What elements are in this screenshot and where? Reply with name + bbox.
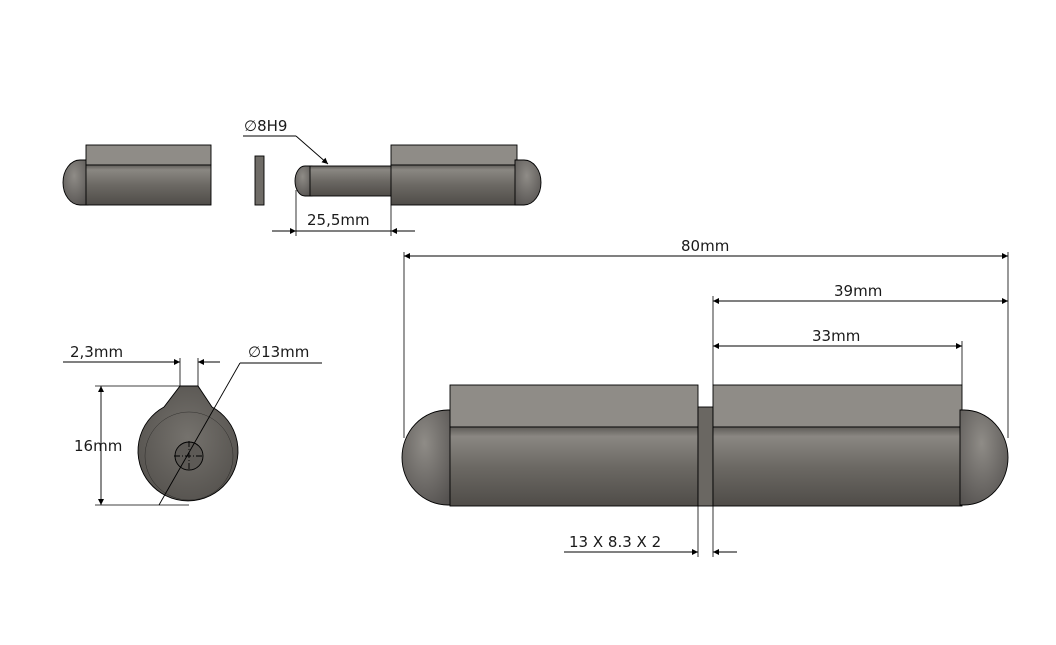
assembled-view: 80mm 39mm 33mm 13 X 8.3 X 2 [401,237,1009,557]
total-length-dimension: 80mm [403,237,1009,438]
right-section-dimension: 39mm [712,282,1008,385]
left-barrel-part [62,144,212,206]
assembled-left-barrel [449,426,699,507]
assembled-left-flat [449,384,699,428]
end-view: 2,3mm ∅13mm 16mm [63,343,322,506]
height-label: 16mm [74,437,122,455]
right-section-label: 39mm [834,282,882,300]
barrel-diameter-label: ∅13mm [248,343,309,361]
right-barrel-dimension: 33mm [713,327,963,385]
barrel-diameter-dimension: ∅13mm [158,343,322,506]
pin-length-dimension: 25,5mm [272,190,415,236]
assembled-right-barrel [712,426,963,507]
height-dimension: 16mm [74,385,189,506]
assembled-washer [697,406,714,507]
pin-barrel-part [294,144,542,206]
pin-length-label: 25,5mm [307,211,370,229]
wall-thickness-dimension: 2,3mm [63,343,220,386]
right-barrel-label: 33mm [812,327,860,345]
exploded-view: ∅8H9 25,5mm [62,117,542,236]
washer-part [254,155,265,206]
pin-diameter-label: ∅8H9 [244,117,287,135]
washer-label: 13 X 8.3 X 2 [569,533,661,551]
total-length-label: 80mm [681,237,729,255]
pin-diameter-dimension: ∅8H9 [243,117,329,165]
washer-dimension: 13 X 8.3 X 2 [564,506,737,557]
assembled-right-flat [712,384,963,428]
wall-thickness-label: 2,3mm [70,343,123,361]
